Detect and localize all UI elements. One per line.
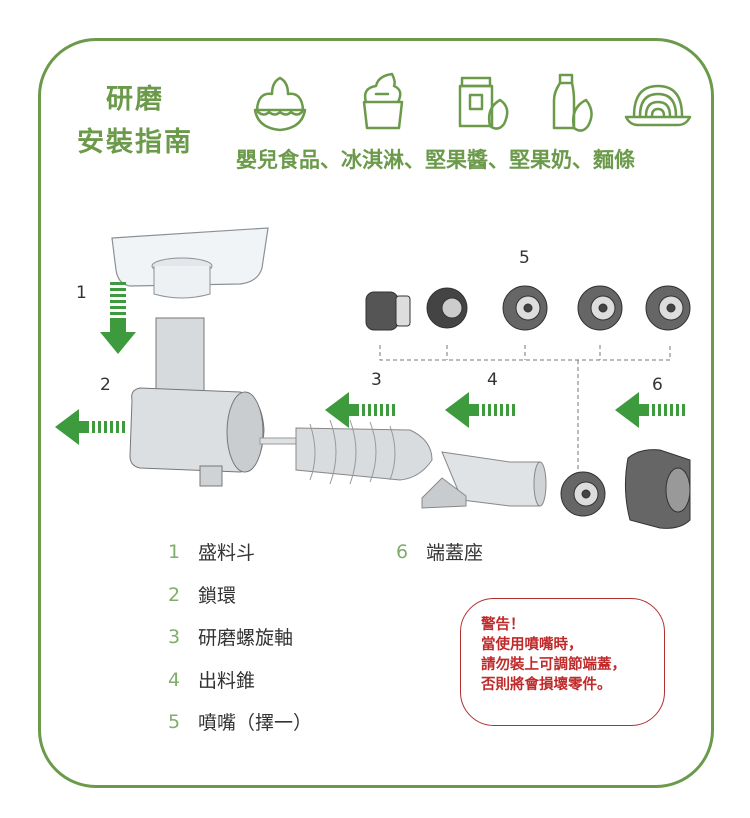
arrow-left-icon: [325, 392, 395, 428]
legend-number: 3: [168, 625, 181, 648]
nut-milk-bottle-icon: [552, 73, 593, 132]
warning-box: 警告！ 當使用噴嘴時， 請勿裝上可調節端蓋， 否則將會損壞零件。: [460, 598, 665, 726]
title-line-2: 安裝指南: [77, 127, 193, 158]
grinding-auger-part: [259, 419, 433, 485]
outlet-cone-part: [421, 451, 547, 509]
noodle-plate-icon: [624, 84, 692, 127]
nozzle-3: [502, 285, 548, 331]
warning-text: 請勿裝上可調節端蓋，: [481, 657, 626, 673]
warning-text: 當使用噴嘴時，: [481, 637, 583, 653]
legend-number: 6: [396, 540, 409, 563]
shaved-ice-bowl-icon: [253, 76, 307, 132]
legend-item: 2 鎖環: [168, 581, 236, 608]
legend-label: 出料錐: [198, 670, 256, 692]
legend-number: 5: [168, 710, 181, 733]
callout-2: 2: [100, 375, 111, 395]
legend-item: 6 端蓋座: [396, 538, 483, 565]
main-housing-part: [129, 317, 265, 487]
legend-number: 2: [168, 583, 181, 606]
nozzle-installed: [560, 471, 606, 517]
legend-label: 鎖環: [198, 585, 237, 607]
nozzle-1: [365, 291, 411, 331]
callout-3: 3: [371, 370, 382, 390]
arrow-down-icon: [100, 282, 136, 354]
legend-label: 研磨螺旋軸: [198, 627, 294, 649]
legend-number: 1: [168, 540, 181, 563]
warning-heading: 警告！: [481, 617, 525, 633]
legend-item: 5 噴嘴（擇一）: [168, 708, 312, 735]
nozzle-5: [645, 285, 691, 331]
hopper-part: [111, 227, 269, 299]
food-types-subtitle: 嬰兒食品、冰淇淋、堅果醬、堅果奶、麵條: [236, 148, 635, 172]
nozzle-2: [426, 287, 468, 329]
nozzle-4: [577, 285, 623, 331]
legend-item: 1 盛料斗: [168, 538, 255, 565]
callout-6: 6: [652, 375, 663, 395]
ice-cream-cup-icon: [362, 72, 404, 130]
legend-label: 盛料斗: [198, 542, 256, 564]
callout-1: 1: [76, 283, 87, 303]
page-frame: [38, 38, 714, 788]
end-cap-part: [624, 449, 691, 529]
arrow-left-icon: [55, 409, 125, 445]
title-line-1: 研磨: [106, 84, 164, 115]
callout-4: 4: [487, 370, 498, 390]
legend-item: 4 出料錐: [168, 666, 255, 693]
nozzle-dashed-lines: [379, 345, 671, 470]
legend-number: 4: [168, 668, 181, 691]
legend-label: 端蓋座: [426, 542, 484, 564]
page-title: 研磨 安裝指南: [60, 78, 210, 164]
nozzle-options: [365, 285, 691, 517]
warning-text: 否則將會損壞零件。: [481, 677, 612, 693]
nut-butter-jar-icon: [458, 76, 509, 130]
legend-item: 3 研磨螺旋軸: [168, 623, 293, 650]
arrow-left-icon: [445, 392, 515, 428]
arrow-left-icon: [615, 392, 685, 428]
callout-5: 5: [519, 248, 530, 268]
legend-label: 噴嘴（擇一）: [198, 712, 313, 734]
